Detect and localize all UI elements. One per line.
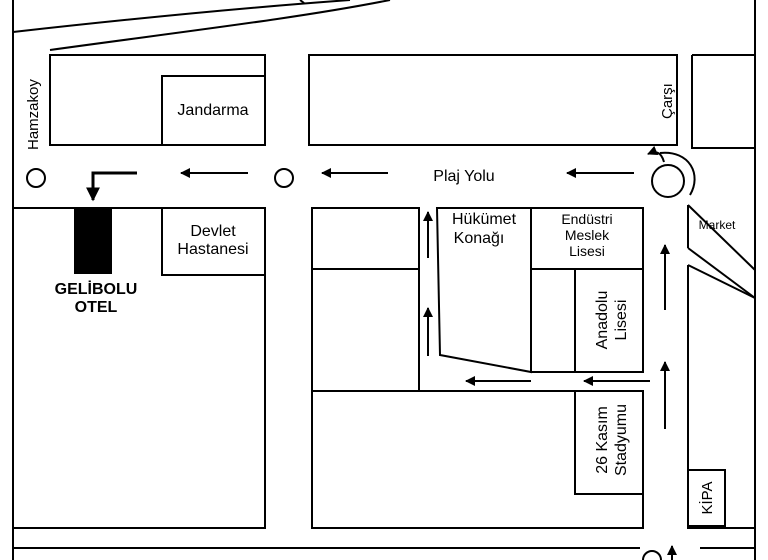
label-plaj-yolu: Plaj Yolu [433, 168, 494, 185]
label-carsi: Çarşı [659, 83, 676, 119]
block-school-lower [530, 269, 575, 373]
block-top-left [49, 54, 266, 146]
coast-road-label-fragment [299, 0, 305, 4]
label-jandarma: Jandarma [177, 102, 248, 119]
roundabout-right [651, 164, 685, 198]
turn-arrow-to-hotel [86, 171, 137, 202]
label-kipa: KİPA [698, 481, 716, 514]
anadolu-lisesi-building [574, 268, 644, 373]
label-otel: OTEL [75, 299, 118, 316]
label-market: Market [699, 218, 736, 232]
label-lisesi-endustri: Lisesi [569, 243, 605, 259]
label-hamzakoy: Hamzakoy [25, 79, 42, 150]
roundabout-right-curve [659, 151, 696, 196]
label-anadolu: Anadolu [594, 291, 611, 350]
stadyum-building [574, 390, 644, 495]
label-meslek: Meslek [565, 227, 610, 243]
label-endustri: Endüstri [561, 211, 612, 227]
block-top-center [308, 54, 678, 146]
roundabout-turn-arrow [647, 145, 665, 163]
hotel-marker [74, 208, 112, 274]
label-26-kasim: 26 Kasım [594, 406, 611, 474]
kipa-building [687, 469, 726, 527]
coast-road-lower-edge [49, 0, 391, 51]
label-lisesi-anadolu: Lisesi [613, 300, 630, 341]
roundabout-left [26, 168, 46, 188]
label-stadyumu: Stadyumu [613, 404, 630, 476]
roundabout-bottom [642, 550, 662, 560]
jandarma-building [161, 75, 266, 146]
label-gelibolu: GELİBOLU [55, 280, 138, 298]
block-bottom-center [311, 390, 644, 529]
label-hukumet: Hükümet [452, 211, 517, 228]
label-hastanesi: Hastanesi [177, 241, 248, 258]
block-center-upper [311, 207, 420, 270]
coast-road-upper-edge [12, 0, 351, 33]
market-road-edge-lower [687, 247, 756, 299]
label-devlet: Devlet [190, 223, 236, 240]
roundabout-center [274, 168, 294, 188]
block-center-lower [311, 268, 420, 392]
market-road-edge-upper [687, 204, 756, 271]
side-road-edge [687, 264, 756, 299]
kipa-block [687, 265, 755, 529]
devlet-hastanesi-building [161, 207, 266, 276]
block-top-right [691, 55, 755, 149]
label-konagi: Konağı [454, 230, 505, 247]
